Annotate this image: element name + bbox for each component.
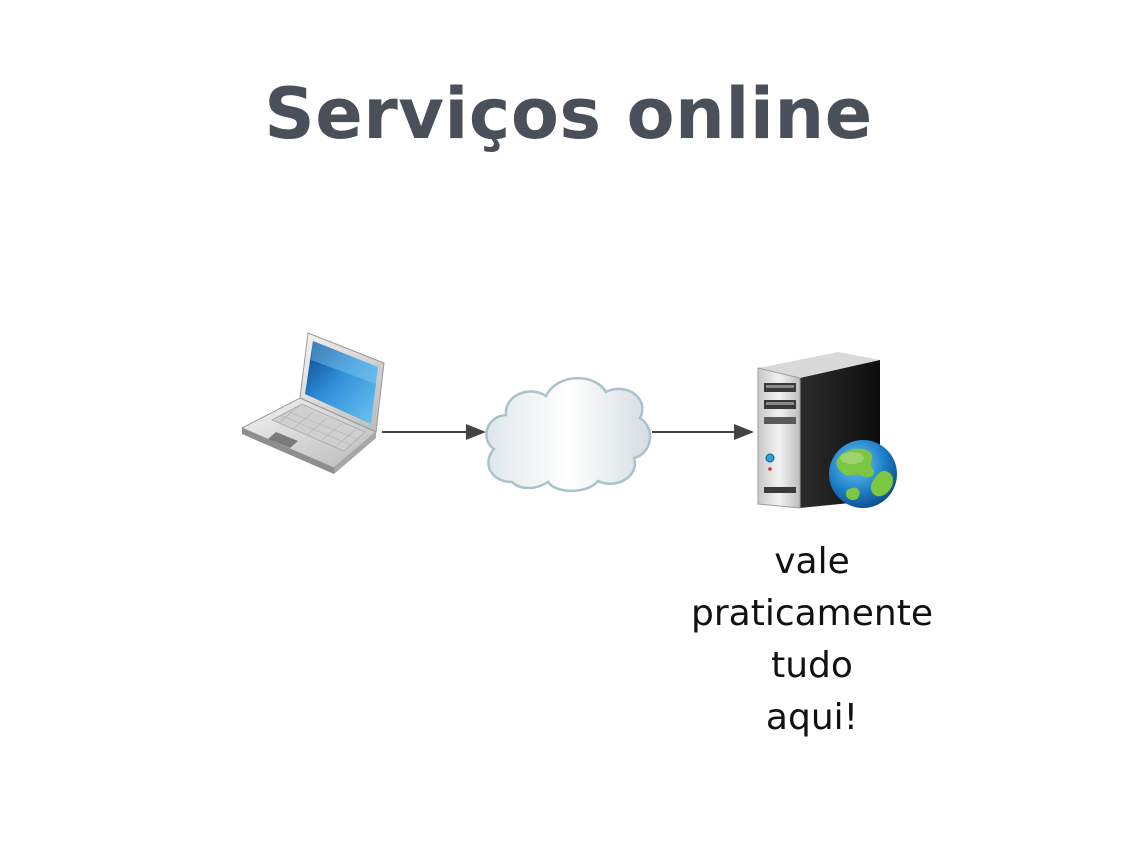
laptop-icon — [240, 332, 385, 474]
slide-title: Serviços online — [264, 73, 873, 155]
caption-line: aqui! — [765, 697, 859, 738]
server-caption: vale praticamente tudo aqui! — [662, 536, 962, 744]
caption-line: vale — [774, 541, 850, 582]
caption-line: tudo — [771, 645, 853, 686]
cloud-icon — [485, 377, 652, 493]
server-globe-icon — [757, 352, 897, 509]
caption-line: praticamente — [691, 593, 933, 634]
